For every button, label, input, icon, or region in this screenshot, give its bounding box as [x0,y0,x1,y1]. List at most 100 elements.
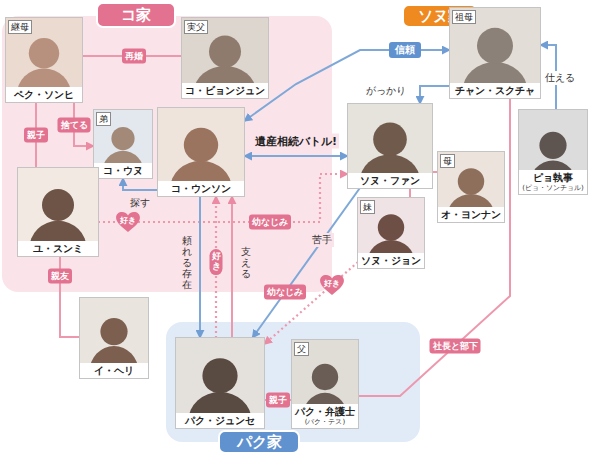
name-label: ピョ執事 [533,171,573,184]
relation-connector [358,98,510,396]
label-text: 親子 [27,129,45,142]
relation-connector [231,196,233,338]
heart-badge: 好き [210,249,223,275]
label-text: 信頼 [395,43,415,57]
family-region: パク・ジュンセ父パク・弁護士(パク・テス)パク家 [166,322,420,442]
person-card: ユ・スンミ [18,168,98,256]
name-label: コ・ウンソン [171,182,231,195]
label-text: 再婚 [125,50,143,63]
name-label: ソヌ・ジョン [361,254,421,267]
relation-label: 支える [239,245,253,280]
region-tab: コ家 [96,2,176,28]
relation-connector [252,188,360,338]
person-card: 妹ソヌ・ジョン [358,198,424,268]
region-tab: パク家 [218,430,300,454]
person-card: 継母ペク・ソンヒ [6,18,82,102]
name-reading: (ピョ・ソンチョル) [522,184,583,193]
relation-label: 幼なじみ [249,215,291,230]
label-text: 親友 [51,270,69,283]
role-label: 母 [440,154,455,168]
person-card: 弟コ・ウヌ [94,110,152,178]
name-bar: コ・ビョンジュン [182,83,268,98]
name-bar: パク・弁護士(パク・テス) [292,404,358,428]
heart-badge: 好き [115,211,141,233]
name-bar: イ・ヘリ [80,363,148,378]
person-card: 母オ・ヨンナン [438,152,504,222]
relation-connector [244,50,450,121]
role-label: 実父 [184,20,208,34]
name-bar: オ・ヨンナン [438,207,504,222]
label-text: がっかり [366,84,406,98]
name-label: イ・ヘリ [94,364,134,377]
heart-badge: 好き [319,274,345,296]
name-label: オ・ヨンナン [441,208,501,221]
person-card: 実父コ・ビョンジュン [182,18,268,98]
relation-connector [420,86,450,104]
region-heading: コ家 [121,6,151,25]
relation-label: 頼れる存在 [180,234,194,291]
name-label: ソヌ・ファン [360,174,420,187]
name-bar: チャン・スクチャ [450,83,540,98]
relation-connector [199,196,201,338]
relation-label: 幼なじみ [264,285,306,300]
name-bar: コ・ウヌ [94,163,152,178]
relation-label: 親子 [24,128,48,143]
name-label: ユ・スンミ [33,242,83,255]
name-bar: ユ・スンミ [18,241,98,256]
label-text: 仕える [545,71,575,85]
name-reading: (パク・テス) [305,418,345,427]
label-text: 好き [120,215,136,226]
person-card: ピョ執事(ピョ・ソンチョル) [519,110,587,194]
relation-label: がっかり [364,84,408,98]
label-text: 幼なじみ [252,216,288,229]
role-label: 祖母 [452,10,476,24]
label-text: 探す [130,196,150,210]
person-card: イ・ヘリ [80,298,148,378]
name-label: コ・ビョンジュン [185,84,265,97]
relation-label: 親子 [266,393,290,408]
family-region: 継母ペク・ソンヒ実父コ・ビョンジュン弟コ・ウヌコ・ウンソンユ・スンミコ家 [2,16,332,292]
relation-connector [123,178,158,190]
person-card: コ・ウンソン [158,108,244,196]
relation-label: 探す [128,196,152,210]
role-label: 弟 [96,112,111,126]
person-card: 父パク・弁護士(パク・テス) [292,340,358,428]
relation-label: 遺産相続バトル! [253,134,339,149]
role-label: 妹 [360,200,375,214]
person-card: ソヌ・ファン [348,104,432,188]
relation-label: 社長と部下 [430,339,481,354]
label-text: 頼れる存在 [182,235,192,290]
relation-label: 仕える [543,71,577,85]
name-bar: コ・ウンソン [158,181,244,196]
name-label: ペク・ソンヒ [14,88,74,101]
region-heading: パク家 [237,433,282,452]
relation-label: 捨てる [58,118,91,133]
name-label: パク・弁護士 [295,405,355,418]
label-text: 親子 [269,394,287,407]
relation-label: 苦手 [310,233,334,247]
label-text: 好き [324,278,340,289]
name-label: コ・ウヌ [103,164,143,177]
name-bar: パク・ジュンセ [176,413,264,428]
label-text: 捨てる [61,119,88,132]
relation-connector [409,188,411,198]
name-bar: ピョ執事(ピョ・ソンチョル) [519,170,587,194]
relation-connector [432,171,438,173]
name-label: パク・ジュンセ [185,414,255,427]
label-text: 遺産相続バトル! [255,134,337,149]
label-text: 好き [212,252,221,272]
name-bar: ペク・ソンヒ [6,87,82,102]
name-bar: ソヌ・ジョン [358,253,424,268]
person-card: パク・ジュンセ [176,338,264,428]
label-text: 支える [241,246,251,279]
relation-label: 親友 [48,269,72,284]
label-text: 苦手 [312,233,332,247]
label-text: 幼なじみ [267,286,303,299]
name-label: チャン・スクチャ [455,84,535,97]
relation-connector [244,155,348,157]
label-text: 社長と部下 [433,340,478,353]
relation-label: 再婚 [122,49,146,64]
relation-connector [264,262,358,345]
